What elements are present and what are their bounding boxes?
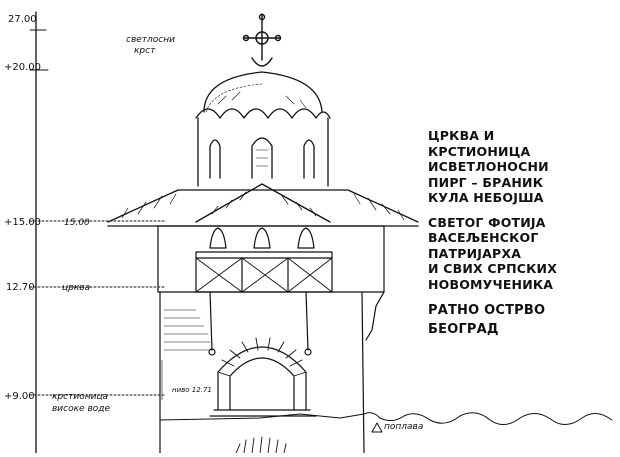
level-mark-0: 27.00	[8, 14, 37, 25]
cross-label-line-1: светлосни	[126, 35, 175, 45]
water-mark-label: ниво 12.71	[172, 386, 212, 394]
sunburst-icon	[235, 436, 287, 454]
level-label-4: крстионица	[52, 392, 108, 402]
level-mark-4: +9.00	[4, 391, 35, 402]
baptistery-extra-label: високе воде	[52, 404, 110, 414]
flood-label: поплава	[384, 422, 423, 432]
title-line-a3: ИСВЕТЛОНОСНИ	[428, 159, 549, 174]
title-line-b5: НОВОМУЧЕНИКА	[428, 276, 554, 292]
water-line	[159, 412, 613, 425]
level-marks: 27.00 +20.00 +15.00 12.70 +9.00	[4, 14, 41, 402]
title-block: ЦРКВА И КРСТИОНИЦА ИСВЕТЛОНОСНИ ПИРГ – Б…	[428, 128, 616, 339]
level-label-3: црква	[62, 283, 90, 293]
title-line-a1: ЦРКВА И	[428, 128, 495, 143]
title-line-c2: БЕОГРАД	[428, 322, 499, 337]
title-line-b3: ПАТРИЈАРХА	[428, 245, 522, 261]
tower-base	[159, 291, 385, 454]
title-line-b2: ВАСЕЉЕНСКОГ	[428, 230, 539, 245]
dome	[195, 71, 331, 187]
title-line-c1: РАТНО ОСТРВО	[428, 303, 546, 318]
level-labels: 15.00 црква крстионица високе воде светл…	[52, 35, 423, 432]
cross-label-line-2: крст	[134, 46, 156, 56]
gate-arch	[209, 337, 317, 417]
level-mark-1: +20.00	[4, 62, 41, 73]
level-label-2: 15.00	[64, 218, 90, 228]
level-mark-3: 12.70	[6, 282, 35, 293]
roof	[107, 183, 419, 227]
title-line-a5: КУЛА НЕБОЈША	[428, 190, 544, 205]
flood-marker-icon	[371, 422, 383, 433]
title-line-a4: ПИРГ – БРАНИК	[428, 174, 544, 190]
cross-icon	[242, 13, 282, 67]
title-line-b1: СВЕТОГ ФОТИЈА	[428, 214, 546, 230]
level-mark-2: +15.00	[4, 217, 41, 228]
belfry	[157, 225, 385, 356]
level-ticks	[29, 29, 166, 396]
title-line-b4: И СВИХ СРПСКИХ	[428, 261, 558, 276]
title-line-a2: КРСТИОНИЦА	[428, 143, 531, 159]
